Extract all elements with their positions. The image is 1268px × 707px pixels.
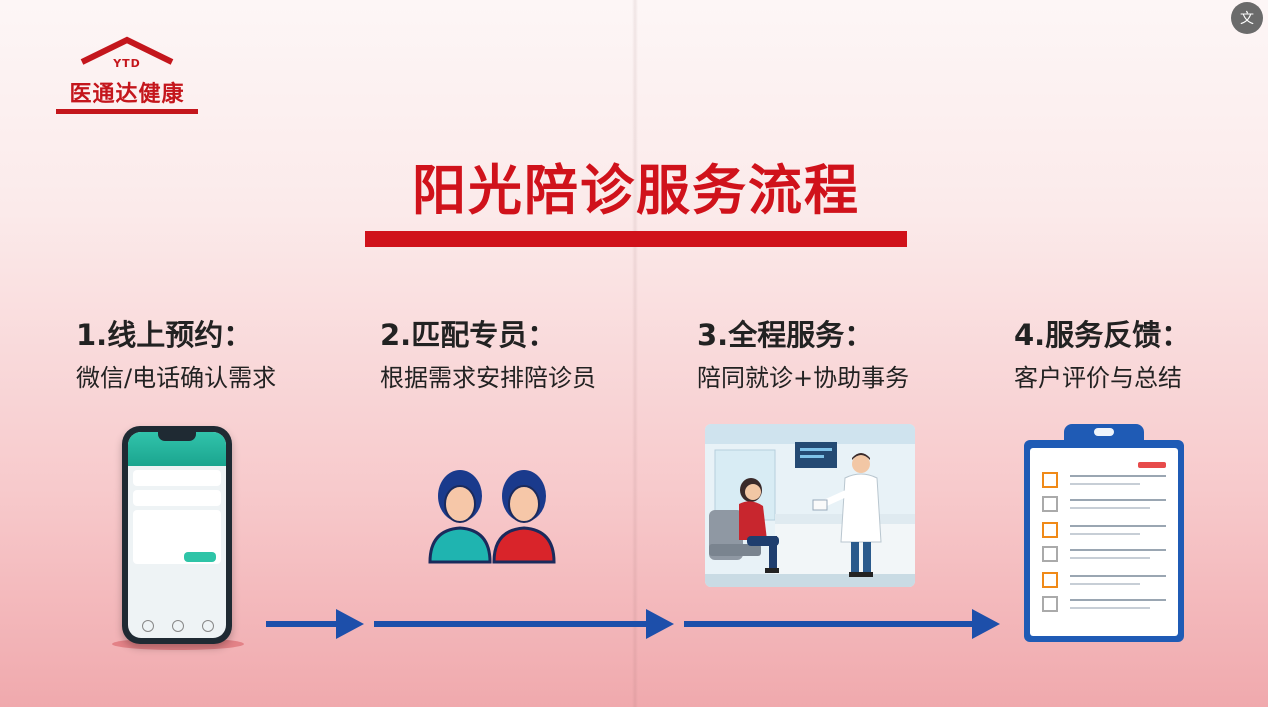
two-people-icon (428, 470, 556, 564)
roof-icon (80, 36, 174, 65)
page-fold (632, 0, 638, 707)
checked-box-icon (1042, 572, 1058, 588)
unchecked-box-icon (1042, 546, 1058, 562)
step-2-heading: 2.匹配专员： (380, 318, 557, 352)
unchecked-box-icon (1042, 496, 1058, 512)
step-4-heading: 4.服务反馈： (1014, 318, 1191, 352)
step-2-description: 根据需求安排陪诊员 (380, 364, 596, 392)
brand-name: 医通达健康 (69, 82, 185, 107)
translate-button[interactable]: 文 (1231, 2, 1263, 34)
title-underline (365, 231, 907, 247)
step-4-description: 客户评价与总结 (1014, 364, 1182, 392)
phone-screen (128, 432, 226, 638)
brand-logo: YTD 医通达健康 (56, 36, 198, 118)
arrow-right-icon (374, 609, 674, 639)
step-1-description: 微信/电话确认需求 (76, 364, 277, 392)
brand-abbr: YTD (113, 57, 141, 70)
brand-underline (56, 109, 198, 114)
smartphone-app-icon (122, 426, 232, 644)
step-3-description: 陪同就诊+协助事务 (697, 364, 910, 392)
step-3-heading: 3.全程服务： (697, 318, 874, 352)
step-1-heading: 1.线上预约： (76, 318, 253, 352)
page-title: 阳光陪诊服务流程 (412, 159, 860, 222)
unchecked-box-icon (1042, 596, 1058, 612)
checked-box-icon (1042, 522, 1058, 538)
arrow-right-icon (684, 609, 1000, 639)
doctor-patient-scene-icon (705, 424, 915, 587)
arrow-right-icon (266, 609, 364, 639)
checked-box-icon (1042, 472, 1058, 488)
translate-icon: 文 (1240, 11, 1254, 27)
clipboard-checklist-icon (1024, 440, 1184, 642)
